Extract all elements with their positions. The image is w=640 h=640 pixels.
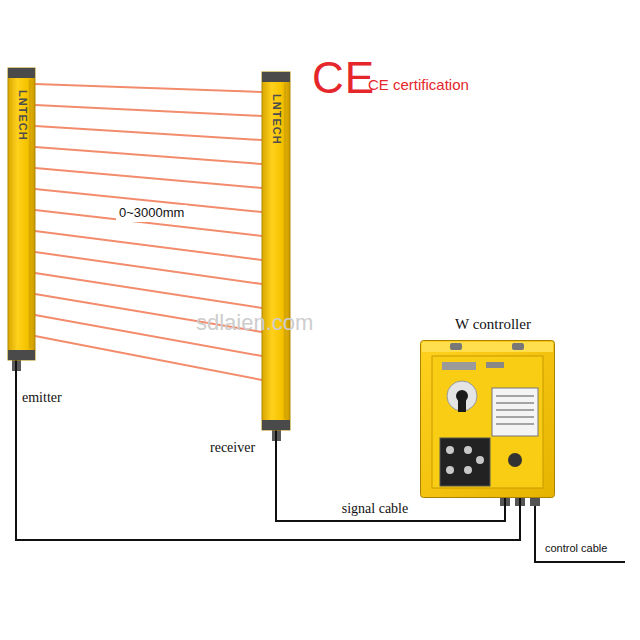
end-cap <box>262 420 290 430</box>
light-beam <box>35 147 262 164</box>
light-beam <box>35 105 262 116</box>
cable <box>276 430 505 521</box>
brand-text: LNTECH <box>16 90 29 141</box>
part-label: emitter <box>22 390 62 406</box>
cable-label: signal cable <box>340 501 410 517</box>
bar-body <box>262 72 290 430</box>
brand-text: LNTECH <box>270 94 283 145</box>
emitter-bar: LNTECHemitter <box>8 68 35 360</box>
light-beams <box>35 84 262 380</box>
cable-label: control cable <box>545 542 607 555</box>
certification-note: CE certification <box>368 76 469 93</box>
bar-edge <box>285 84 286 418</box>
light-beam <box>35 84 262 92</box>
bar-edge <box>30 80 31 348</box>
control-cable <box>535 498 625 562</box>
light-beam <box>35 168 262 188</box>
light-beam <box>35 273 262 308</box>
controller-shape <box>420 340 555 498</box>
ce-mark: CE <box>312 56 375 100</box>
dimension-label: 0~3000mm <box>116 205 187 222</box>
controller-body <box>421 341 555 498</box>
light-beam <box>35 126 262 140</box>
part-label: W controller <box>455 316 531 333</box>
light-beam <box>35 231 262 260</box>
end-cap <box>8 68 35 78</box>
light-beam <box>35 336 262 380</box>
end-cap <box>8 350 35 360</box>
part-label: receiver <box>210 440 255 456</box>
watermark: sdlaien.com <box>196 310 313 335</box>
end-cap <box>262 72 290 82</box>
receiver-bar: LNTECHreceiver <box>262 72 290 430</box>
bar-body <box>8 68 35 360</box>
controller-box: W controller <box>420 340 555 498</box>
